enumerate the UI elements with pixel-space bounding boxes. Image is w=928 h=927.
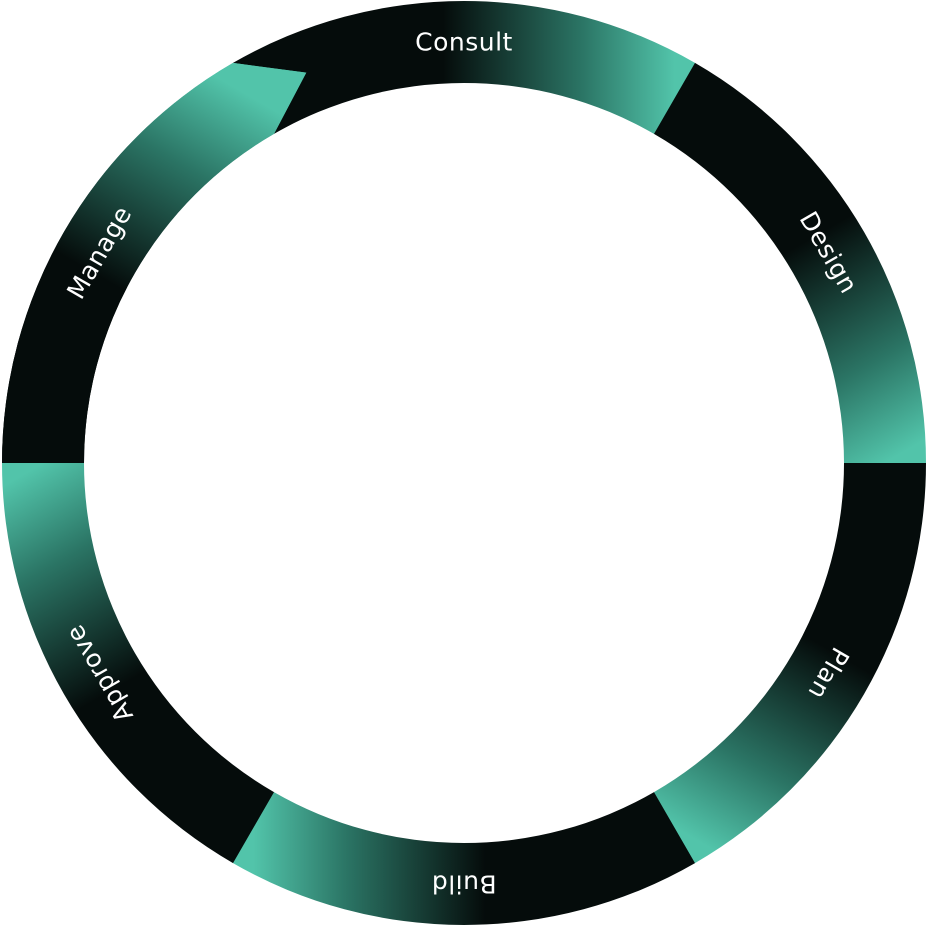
cycle-segment-wrap-overlay (2, 62, 307, 464)
cycle-segment-design (654, 62, 926, 522)
cycle-segment-plan (621, 463, 926, 864)
stage-label-build: Build (431, 870, 496, 899)
cycle-segment-build (204, 792, 695, 925)
cycle-segment-consult (233, 1, 724, 134)
cycle-segment-approve (2, 404, 274, 864)
stage-label-consult: Consult (415, 28, 513, 57)
